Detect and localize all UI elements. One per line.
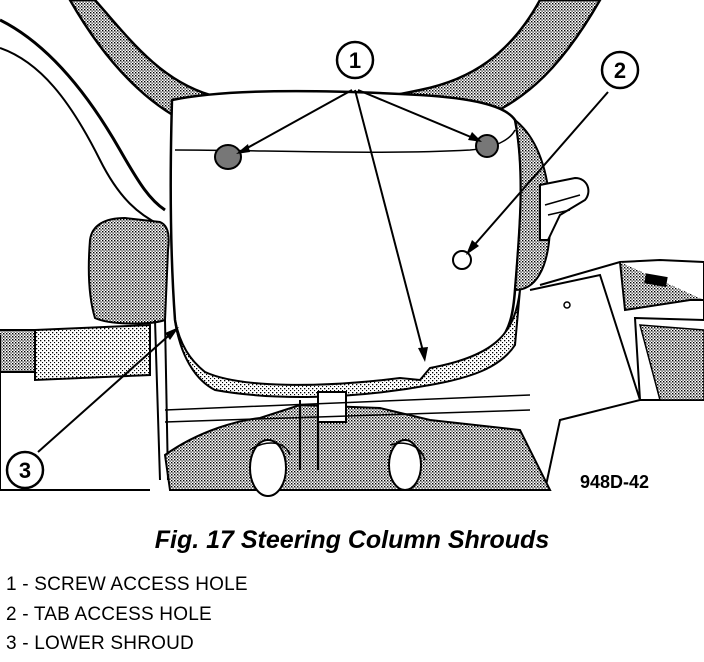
- lower-shroud: [174, 289, 521, 398]
- column-mechanism: [163, 403, 552, 491]
- lever-knob: [87, 216, 170, 325]
- screw-access-hole-left: [214, 144, 242, 170]
- legend-item-2: 2 - TAB ACCESS HOLE: [6, 604, 212, 625]
- callout-2-label: 2: [614, 58, 626, 83]
- switch-stalk: [539, 176, 590, 241]
- callout-1-label: 1: [349, 48, 361, 73]
- dash-edge: [0, 18, 166, 212]
- callout-3-label: 3: [19, 458, 31, 483]
- steering-column-illustration: 1 2 3 948D-42: [0, 0, 704, 497]
- callout-3-circle: [5, 450, 45, 490]
- legend-item-1: 1 - SCREW ACCESS HOLE: [6, 574, 248, 595]
- callout-2-circle: [600, 50, 640, 90]
- tab-access-hole: [452, 250, 472, 270]
- callout-1-circle: [335, 40, 375, 80]
- screw-access-hole-right: [475, 134, 499, 158]
- legend-item-3: 3 - LOWER SHROUD: [6, 633, 194, 654]
- figure-code: 948D-42: [580, 472, 649, 492]
- figure-caption: Fig. 17 Steering Column Shrouds: [154, 526, 550, 554]
